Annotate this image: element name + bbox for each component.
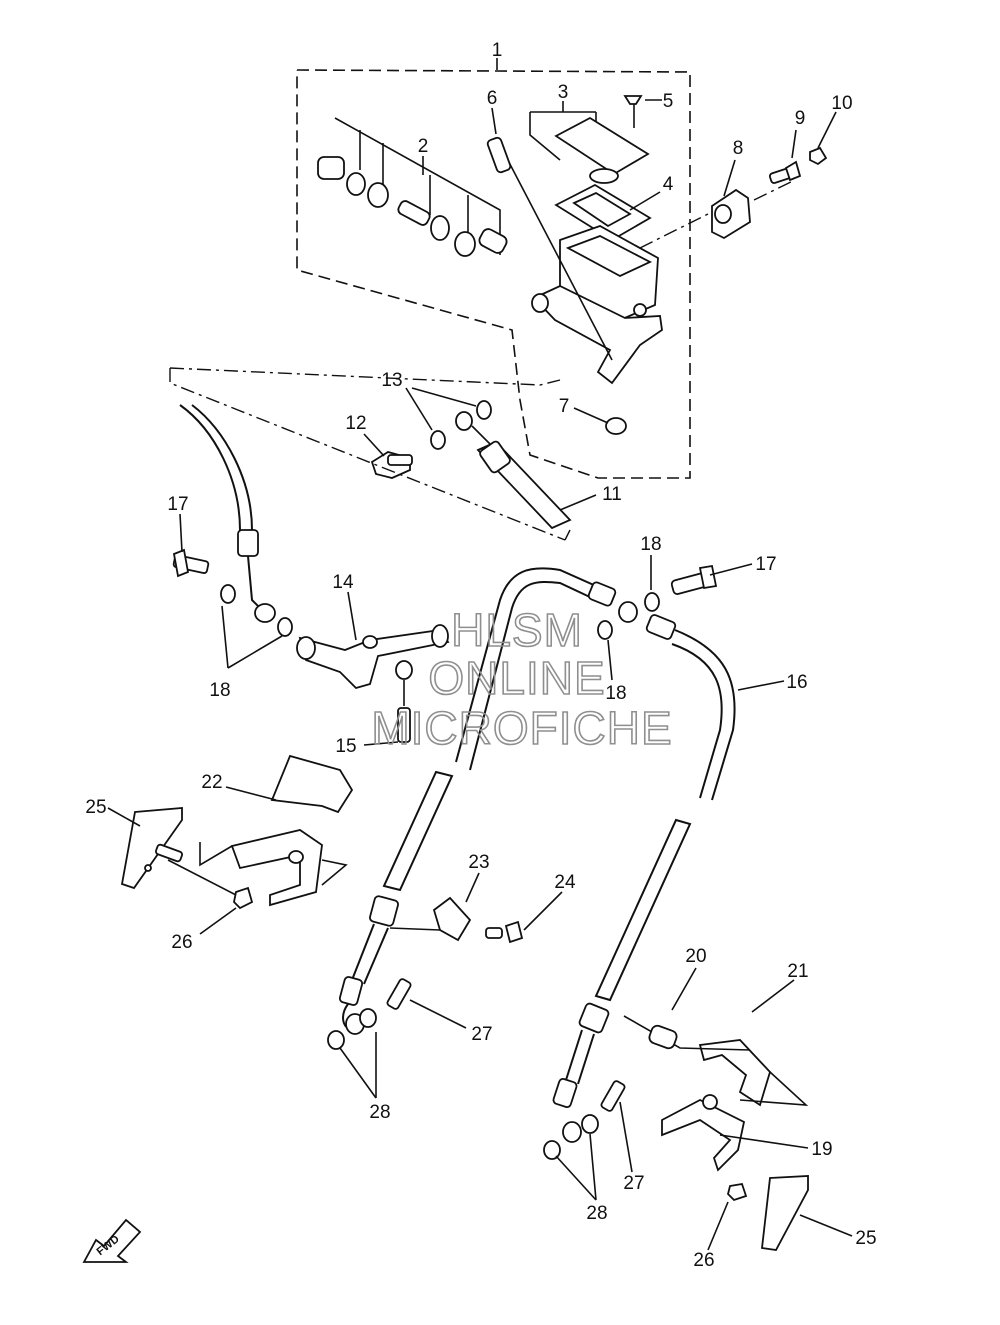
guide-line-b [169, 367, 561, 386]
callout-28-right: 28 [586, 1203, 607, 1224]
piston-kit [317, 117, 508, 257]
callout-26-left: 26 [171, 932, 192, 953]
callout-25-left: 25 [85, 797, 106, 818]
watermark-line-3: MICROFICHE [371, 702, 672, 754]
brake-hose-upper [370, 400, 572, 530]
brake-hose-right [455, 564, 736, 801]
rubber-boot [605, 417, 627, 435]
callout-23: 23 [468, 852, 489, 873]
callout-27-left: 27 [471, 1024, 492, 1045]
callout-14: 14 [332, 572, 354, 593]
callout-6: 6 [487, 88, 498, 109]
callout-8: 8 [733, 138, 744, 159]
callout-13: 13 [381, 370, 402, 391]
handlebar-clamp [639, 146, 828, 249]
hose-clamp [389, 896, 524, 944]
callout-27-right: 27 [623, 1173, 644, 1194]
callout-1: 1 [492, 40, 503, 61]
callout-20: 20 [685, 946, 706, 967]
brake-hose-left [172, 404, 293, 637]
master-cylinder-body [486, 136, 663, 385]
callout-5: 5 [663, 91, 674, 112]
left-bracket-assembly [120, 754, 354, 910]
callout-18-mid: 18 [605, 683, 626, 704]
watermark-line-1: HLSM [451, 604, 583, 656]
callout-7: 7 [559, 396, 570, 417]
callout-18-left: 18 [209, 680, 230, 701]
brake-hose-lower-right [543, 818, 692, 1160]
callout-10: 10 [831, 93, 852, 114]
callout-26-right: 26 [693, 1250, 714, 1271]
callout-17-left: 17 [167, 494, 188, 515]
callout-21: 21 [787, 961, 808, 982]
callout-24: 24 [554, 872, 576, 893]
reservoir-cap [529, 95, 662, 242]
callout-25-right: 25 [855, 1228, 876, 1249]
callout-9: 9 [795, 108, 806, 129]
callout-22: 22 [201, 772, 222, 793]
right-bracket-assembly [623, 1015, 809, 1251]
callout-11: 11 [602, 484, 622, 505]
callout-19: 19 [811, 1139, 832, 1160]
brake-joint-pipe [296, 624, 450, 743]
callout-17-right: 17 [755, 554, 776, 575]
watermark-line-2: ONLINE [428, 652, 605, 704]
callout-18-top: 18 [640, 534, 661, 555]
callout-16: 16 [786, 672, 807, 693]
callout-4: 4 [663, 174, 674, 195]
callout-2: 2 [418, 136, 429, 157]
callout-numbers: 1 2 3 4 5 6 7 8 9 10 11 12 13 14 15 16 1… [85, 40, 876, 1271]
assembly-boundary [296, 69, 691, 479]
fwd-arrow-icon: FWD [82, 1218, 142, 1263]
callout-12: 12 [345, 413, 366, 434]
callout-3: 3 [558, 82, 569, 103]
watermark: HLSM ONLINE MICROFICHE [371, 603, 673, 755]
callout-leaders [107, 58, 853, 1251]
guide-line-a [169, 368, 566, 541]
callout-28-left: 28 [369, 1102, 390, 1123]
brake-hose-lower-left [327, 770, 454, 1050]
callout-15: 15 [335, 736, 356, 757]
